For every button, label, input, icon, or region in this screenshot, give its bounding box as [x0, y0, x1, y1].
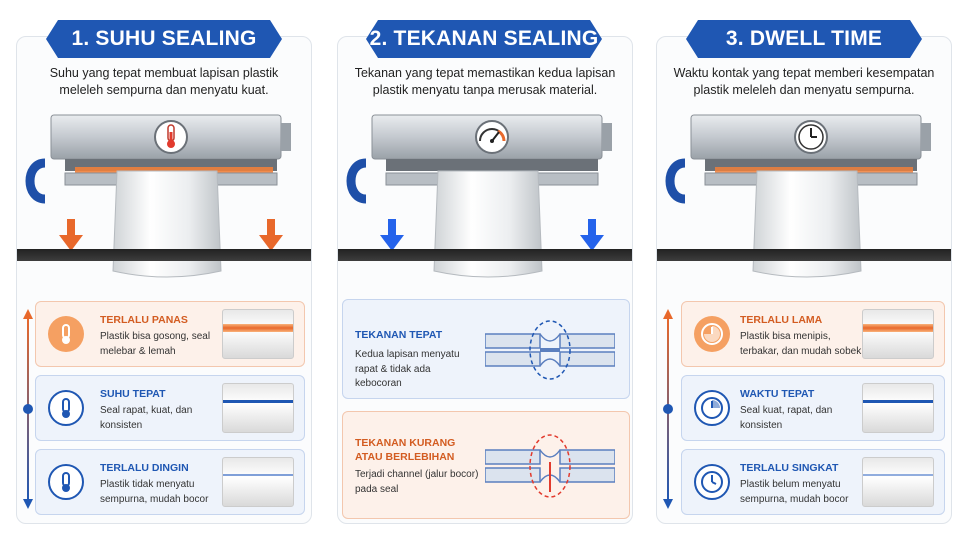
card-text: Plastik tidak menyatu sempurna, mudah bo… [100, 479, 209, 505]
card-title: SUHU TEPAT [100, 388, 166, 400]
panel-suhu-sealing: Suhu yang tepat membuat lapisan plastik … [16, 36, 312, 524]
thermometer-icon [154, 120, 188, 154]
temperature-scale-arrow [23, 309, 33, 509]
seal-cross-section-good [485, 320, 615, 380]
sealing-machine-illustration [346, 114, 612, 278]
clock-short-icon [694, 464, 730, 500]
clock-ok-icon [694, 390, 730, 426]
heat-arrow-right [259, 219, 283, 251]
panel-dwell-time: Waktu kontak yang tepat memberi kesempat… [656, 36, 952, 524]
panel-3-description: Waktu kontak yang tepat memberi kesempat… [673, 66, 935, 97]
card-tekanan-tepat: TEKANAN TEPAT Kedua lapisan menyatu rapa… [342, 299, 630, 399]
seal-sample-long [862, 309, 934, 359]
card-terlalu-panas: TERLALU PANAS Plastik bisa gosong, seal … [35, 301, 305, 367]
heat-arrow-left [59, 219, 83, 251]
card-suhu-tepat: SUHU TEPAT Seal rapat, kuat, dan konsist… [35, 375, 305, 441]
clock-icon [794, 120, 828, 154]
clock-long-icon [694, 316, 730, 352]
card-title: TEKANAN TEPAT [355, 329, 443, 341]
panel-2-description: Tekanan yang tepat memastikan kedua lapi… [354, 66, 616, 97]
card-title: TERLALU LAMA [740, 314, 823, 326]
card-tekanan-kurang: TEKANAN KURANG ATAU BERLEBIHAN Terjadi c… [342, 411, 630, 519]
panel-1-description: Suhu yang tepat membuat lapisan plastik … [49, 66, 279, 97]
panel-2-title: 2. TEKANAN SEALING [366, 20, 602, 58]
card-title: WAKTU TEPAT [740, 388, 815, 400]
card-text: Plastik bisa gosong, seal melebar & lema… [100, 331, 211, 357]
pressure-arrow-left [380, 219, 404, 251]
seal-cross-section-bad [485, 434, 615, 498]
card-text: Seal rapat, kuat, dan konsisten [100, 405, 193, 431]
card-title: TEKANAN KURANG ATAU BERLEBIHAN [355, 437, 456, 463]
panel-1-title: 1. SUHU SEALING [46, 20, 282, 58]
card-text: Terjadi channel (jalur bocor) pada seal [355, 469, 479, 495]
seal-sample-short [862, 457, 934, 507]
seal-sample-ok [222, 383, 294, 433]
card-terlalu-dingin: TERLALU DINGIN Plastik tidak menyatu sem… [35, 449, 305, 515]
seal-sample-cold [222, 457, 294, 507]
pressure-arrow-right [580, 219, 604, 251]
card-terlalu-lama: TERLALU LAMA Plastik bisa menipis, terba… [681, 301, 945, 367]
thermometer-hot-icon [48, 316, 84, 352]
thermometer-cold-icon [48, 464, 84, 500]
panel-tekanan-sealing: Tekanan yang tepat memastikan kedua lapi… [337, 36, 633, 524]
card-waktu-tepat: WAKTU TEPAT Seal kuat, rapat, dan konsis… [681, 375, 945, 441]
pressure-gauge-icon [475, 120, 509, 154]
seal-sample-hot [222, 309, 294, 359]
card-terlalu-singkat: TERLALU SINGKAT Plastik belum menyatu se… [681, 449, 945, 515]
panel-3-title: 3. DWELL TIME [686, 20, 922, 58]
card-title: TERLALU PANAS [100, 314, 188, 326]
card-text: Seal kuat, rapat, dan konsisten [740, 405, 833, 431]
card-title: TERLALU SINGKAT [740, 462, 839, 474]
time-scale-arrow [663, 309, 673, 509]
card-text: Plastik bisa menipis, terbakar, dan muda… [740, 331, 862, 357]
card-title: TERLALU DINGIN [100, 462, 189, 474]
card-text: Plastik belum menyatu sempurna, mudah bo… [740, 479, 849, 505]
sealing-machine-illustration [665, 114, 931, 278]
conveyor-belt [657, 249, 951, 261]
seal-sample-ok [862, 383, 934, 433]
sealing-machine-illustration [25, 114, 291, 278]
thermometer-ok-icon [48, 390, 84, 426]
conveyor-belt [338, 249, 632, 261]
card-text: Kedua lapisan menyatu rapat & tidak ada … [355, 349, 460, 389]
conveyor-belt [17, 249, 311, 261]
